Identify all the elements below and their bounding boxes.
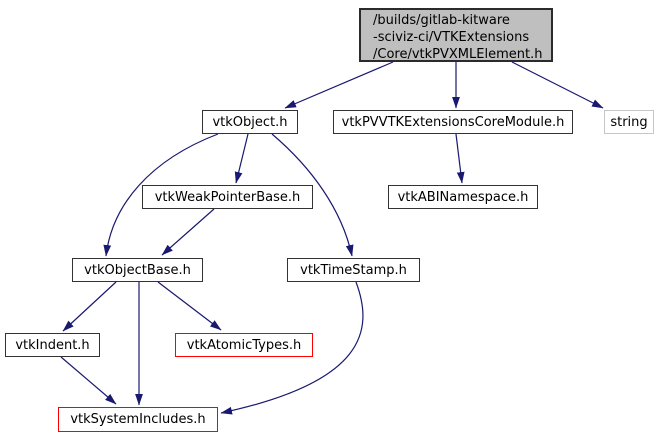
node-label: vtkABINamespace.h [397, 189, 529, 205]
node-label: vtkWeakPointerBase.h [154, 189, 301, 205]
edge-root-to-vtkobject [284, 61, 394, 109]
node-string: string [604, 110, 654, 134]
root-file-line: /Core/vtkPVXMLElement.h [373, 47, 543, 62]
node-label: vtkIndent.h [15, 337, 90, 353]
edge-objectbase-to-indent [62, 281, 117, 332]
edge-vtkobject-to-timestamp [271, 133, 354, 257]
edge-objectbase-to-atomictypes [157, 281, 222, 331]
edge-root-to-string [511, 61, 604, 109]
node-label: vtkTimeStamp.h [300, 262, 407, 278]
node-vtkabinamespace[interactable]: vtkABINamespace.h [388, 185, 538, 209]
node-vtksystemincludes[interactable]: vtkSystemIncludes.h [58, 407, 218, 432]
edge-timestamp-to-systemincludes [220, 281, 364, 415]
node-label: vtkPVVTKExtensionsCoreModule.h [341, 114, 565, 130]
edge-coremodule-to-abinamespace [455, 133, 465, 184]
edge-vtkobject-to-weakpointer [234, 133, 249, 184]
node-vtktimestamp[interactable]: vtkTimeStamp.h [287, 258, 420, 282]
node-vtkweakpointerbase[interactable]: vtkWeakPointerBase.h [142, 185, 313, 209]
node-label: vtkObject.h [212, 114, 288, 130]
edge-weakpointer-to-objectbase [161, 208, 215, 256]
node-vtkobject[interactable]: vtkObject.h [202, 110, 298, 134]
node-root-file: /builds/gitlab-kitware -sciviz-ci/VTKExt… [359, 8, 553, 62]
node-vtkindent[interactable]: vtkIndent.h [5, 333, 100, 357]
node-label: vtkObjectBase.h [84, 262, 191, 278]
node-vtkobjectbase[interactable]: vtkObjectBase.h [72, 258, 203, 282]
node-label: vtkSystemIncludes.h [70, 412, 206, 427]
node-label: vtkAtomicTypes.h [186, 337, 302, 353]
root-file-line: /builds/gitlab-kitware [373, 13, 510, 28]
node-vtkatomictypes[interactable]: vtkAtomicTypes.h [175, 333, 313, 357]
node-label: string [610, 114, 648, 130]
edge-indent-to-systemincludes [60, 356, 117, 405]
edge-vtkobject-to-objectbase [103, 133, 219, 257]
node-vtkpvvtkextensionscoremodule[interactable]: vtkPVVTKExtensionsCoreModule.h [333, 110, 573, 134]
root-file-line: -sciviz-ci/VTKExtensions [373, 30, 530, 45]
